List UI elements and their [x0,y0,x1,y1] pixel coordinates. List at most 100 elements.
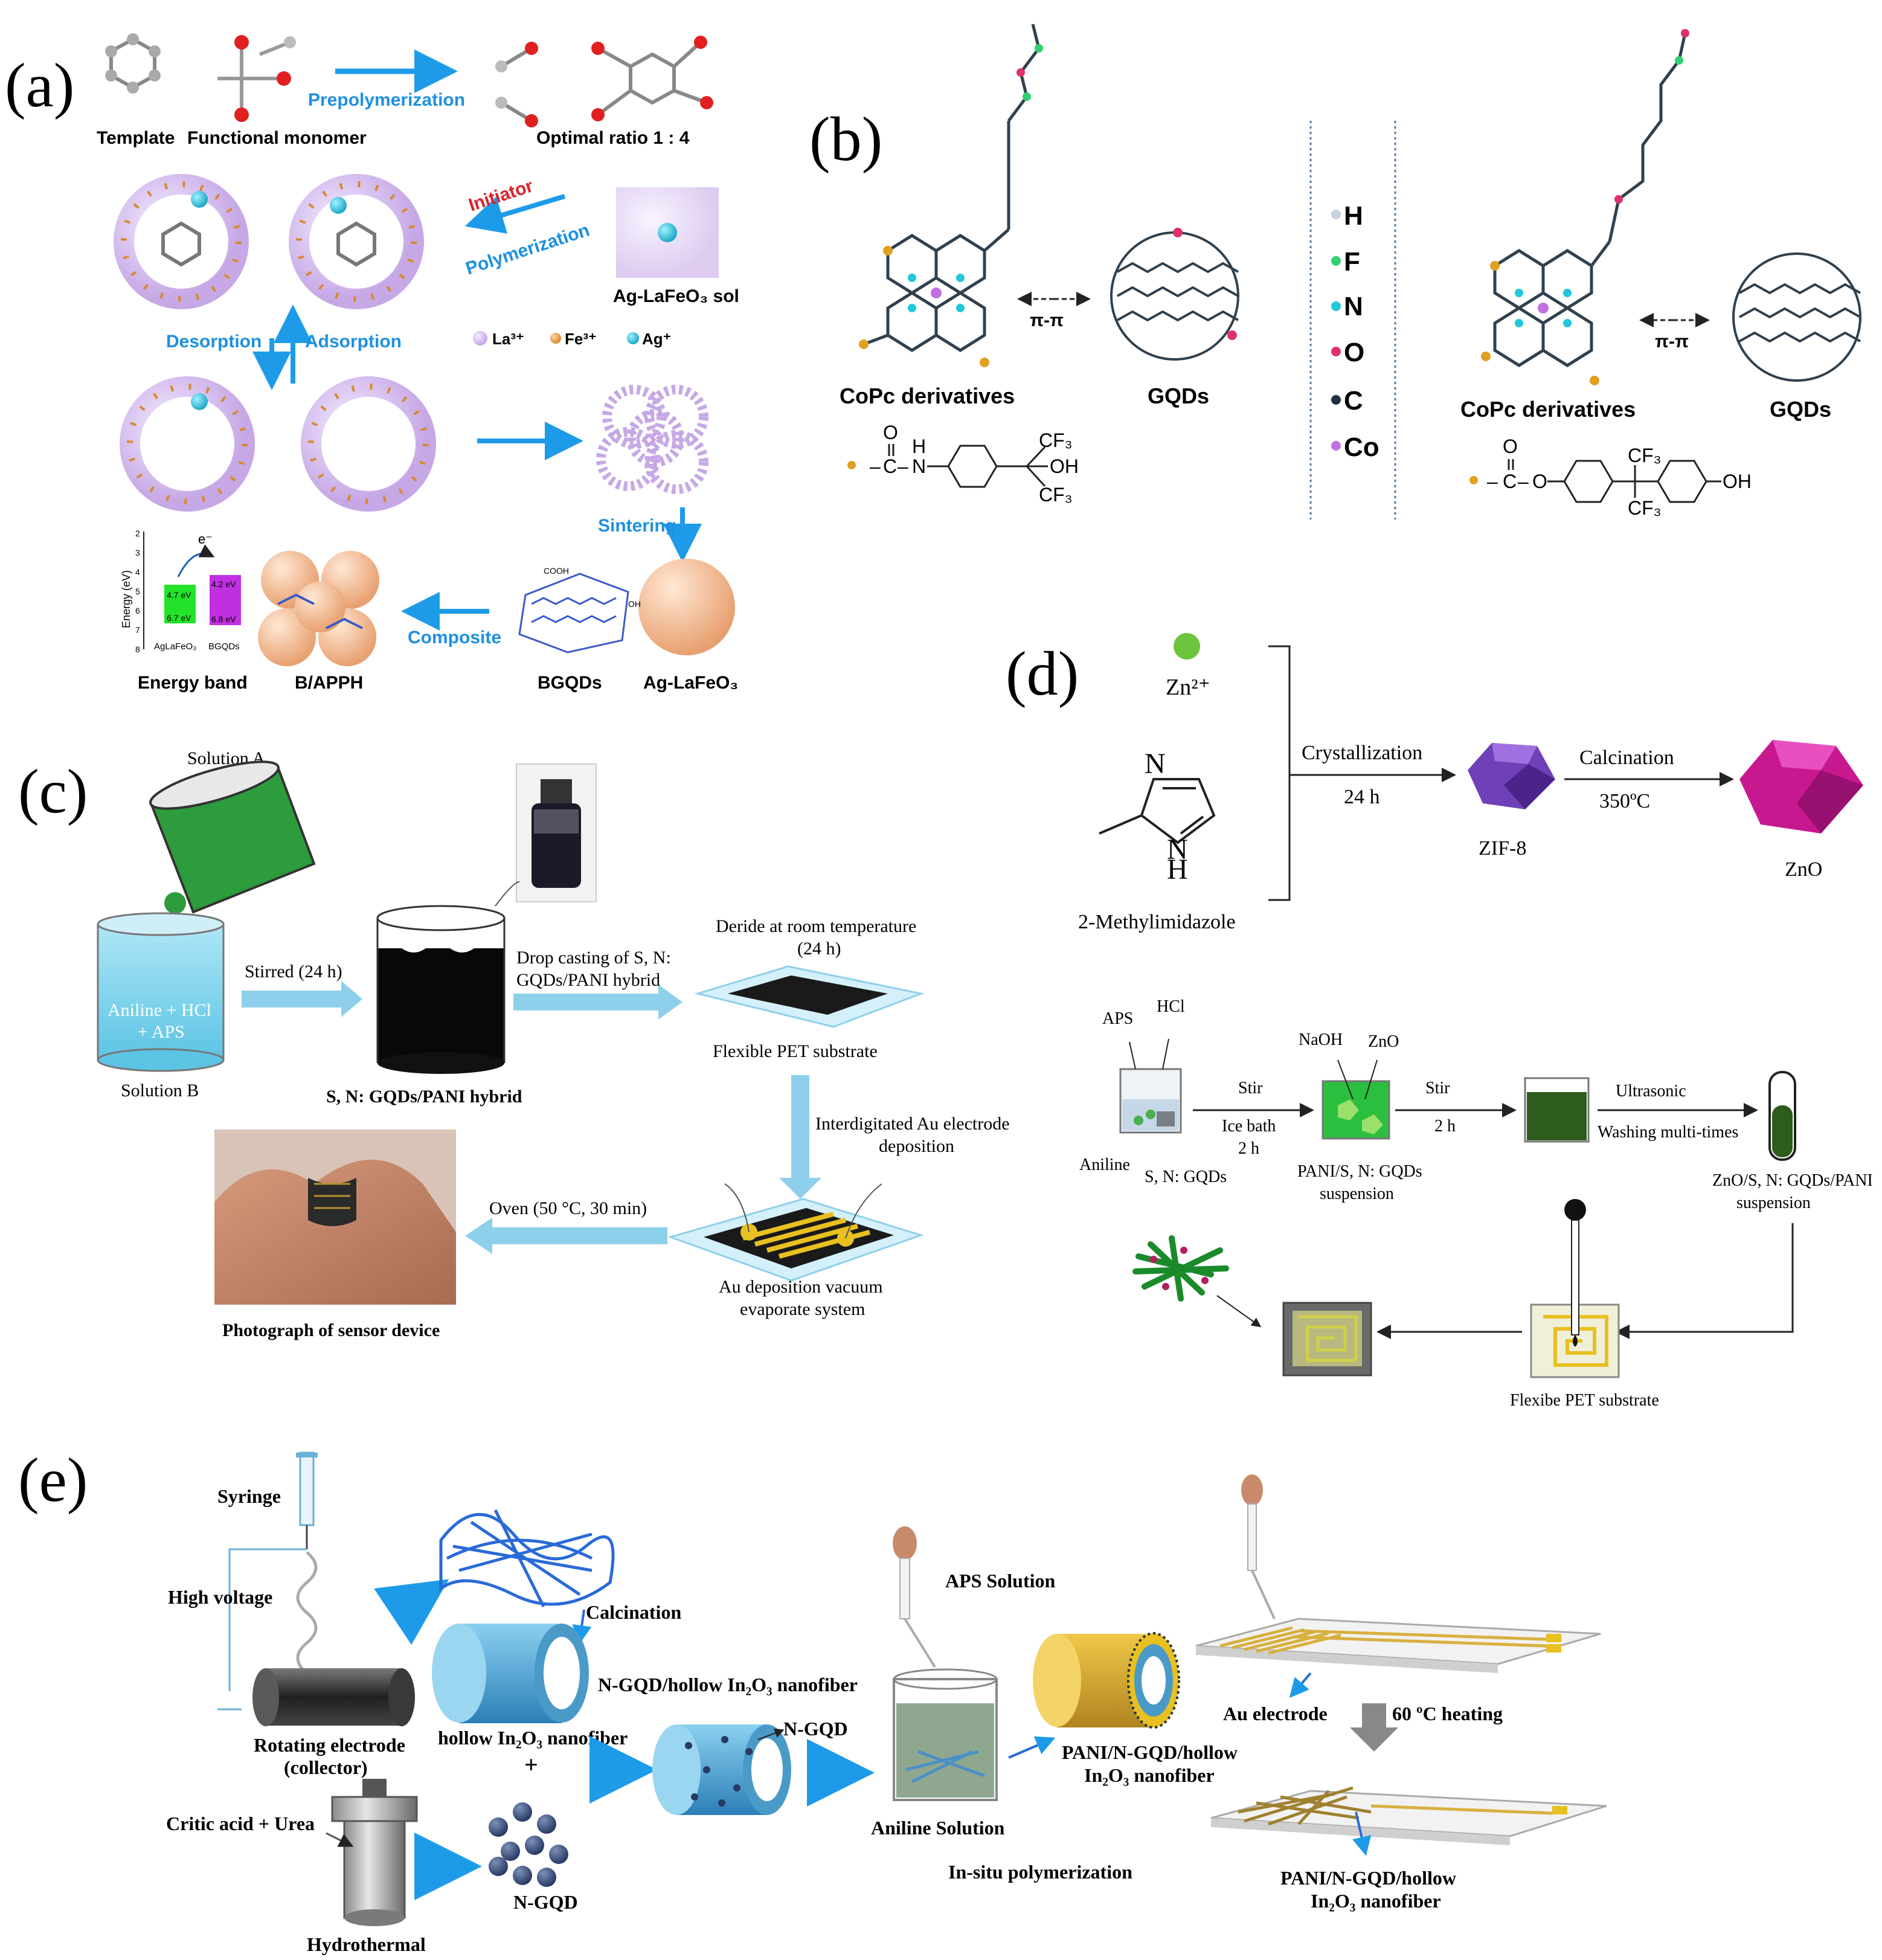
pipi-left: π-π [1030,310,1064,330]
au-electrode-label: Au electrode [1223,1703,1328,1724]
legend-dot-o [1331,347,1341,356]
methylimidazole-label: 2-Methylimidazole [1078,911,1236,933]
panel-e-letter: (e) [18,1445,88,1515]
jet-spiral [296,1551,318,1674]
zif8-label: ZIF-8 [1479,837,1526,860]
cryst-time-label: 24 h [1344,786,1380,808]
aggregated-particles [596,385,708,494]
two-h-label-1: 2 h [1238,1139,1259,1158]
la-legend-dot [473,331,487,345]
pani-ngqd-line2: In₂O₃ nanofiber [1084,1764,1215,1786]
ag-legend-dot [627,332,639,344]
bapph-label: B/APPH [295,673,363,693]
gqd-left [1110,228,1239,361]
stirred-arrow-body [242,991,341,1007]
pani-ngqd-line1: PANI/N-GQD/hollow [1062,1741,1238,1763]
imprinted-particle-2 [289,174,424,309]
oven-arrow-head [465,1218,492,1254]
ester-cf3-top: CF₃ [1628,445,1662,466]
beaker-text-line1: Aniline + HCl [108,1000,211,1020]
stir1-label: Stir [1238,1079,1263,1097]
hydrothermal-label: Hydrothermal [307,1933,426,1955]
imidazole-n-top: N [1145,748,1166,780]
sn-gqds-label: S, N: GQDs [1145,1168,1227,1186]
legend-o: O [1344,338,1364,367]
calc-temp-label: 350ºC [1599,790,1650,812]
stirred-label: Stirred (24 h) [245,962,342,982]
amide-formula: – C O – N H CF₃ OH CF₃ [847,422,1079,506]
amide-c: C [883,455,897,477]
legend-dot-c [1331,395,1341,405]
syringe [296,1451,318,1549]
ester-o-top: O [1503,435,1518,457]
beaker-text-line2: + APS [138,1022,185,1042]
copc-left-structure [863,24,1041,352]
pani-sn-line2: suspension [1320,1184,1394,1203]
final-line1: PANI/N-GQD/hollow [1280,1867,1456,1889]
au-pointer [1289,1672,1312,1698]
final-device [1210,1786,1607,1845]
panel-a: (a) Template Functional monomer Prepolym… [5,33,739,693]
pani-tube [1033,1632,1180,1729]
ngqd-hollow-label: N-GQD/hollow In₂O₃ nanofiber [598,1674,858,1695]
functional-monomer [217,35,296,122]
aniline-label: Aniline [1079,1155,1130,1174]
ag-lafeo3-sphere [638,559,735,655]
aps-solution-label: APS Solution [945,1570,1055,1592]
hydrothermal-autoclave [331,1779,418,1926]
decorated-tube [652,1724,791,1815]
band-2-name: BGQDs [208,641,240,652]
high-voltage-label: High voltage [168,1586,272,1608]
pet-film [728,975,888,1015]
ice-bath-label: Ice bath [1222,1117,1276,1136]
panel-d: (d) Zn²⁺ N N H 2-Methylimidazole Crystal… [1006,633,1873,1410]
aniline-beaker [1119,1068,1182,1134]
energy-tick-6: 6 [135,606,140,615]
zif8-crystal [1468,743,1555,809]
copc-right-atoms [1481,29,1689,385]
oh-tag: OH [628,599,641,609]
pipi-right: π-π [1655,332,1689,352]
hollow-tube [432,1624,589,1723]
zno-pointer [1364,1059,1378,1100]
legend-f: F [1344,247,1360,277]
sensor-device-photo [214,1129,456,1305]
imprinted-particle-1 [114,174,249,309]
pet-label: Flexible PET substrate [713,1041,878,1061]
amide-h: H [912,435,926,457]
amide-oh: OH [1050,455,1079,477]
energy-tick-2: 2 [135,529,140,538]
hybrid-beaker [376,905,506,1074]
sol-lattice [616,187,719,278]
naoh-pointer [1337,1059,1354,1100]
hollow-in2o3-label: hollow In₂O₃ nanofiber [438,1727,628,1749]
gqds-right-label: GQDs [1770,397,1831,422]
photo-label: Photograph of sensor device [222,1320,440,1340]
panel-c-letter: (c) [18,757,88,826]
legend-n: N [1344,292,1363,321]
pouring-beaker [149,760,316,956]
aps-pointer [1129,1041,1136,1070]
oven-arrow-body [492,1227,667,1244]
ester-c: C [1503,471,1517,492]
calcination-label: Calcination [1579,747,1674,769]
deride-line1: Deride at room temperature [716,916,916,936]
hybrid-label: S, N: GQDs/PANI hybrid [326,1087,522,1107]
deride-line2: (24 h) [797,939,841,959]
adsorption-label: Adsorption [305,332,402,352]
final-line2: In₂O₃ nanofiber [1311,1890,1441,1912]
zno-crystal [1739,740,1863,834]
panel-c: (c) Solution A Aniline + HCl + APS Solut… [18,748,1010,1340]
legend-h: H [1344,201,1363,231]
imprinted-particle-3 [120,376,255,512]
imidazole-h: H [1167,853,1188,885]
aniline-solution-label: Aniline Solution [871,1817,1005,1839]
band-bgqds [210,575,241,625]
energy-tick-3: 3 [135,548,140,557]
optimal-ratio-label: Optimal ratio 1 : 4 [536,128,690,148]
ag-lafeo3-label: Ag-LaFeO₃ [643,673,738,693]
interdig-line2: deposition [879,1136,954,1156]
au-vac-line2: evaporate system [740,1299,865,1319]
imprinted-particle-4 [301,376,436,512]
legend-dot-h [1331,210,1341,219]
